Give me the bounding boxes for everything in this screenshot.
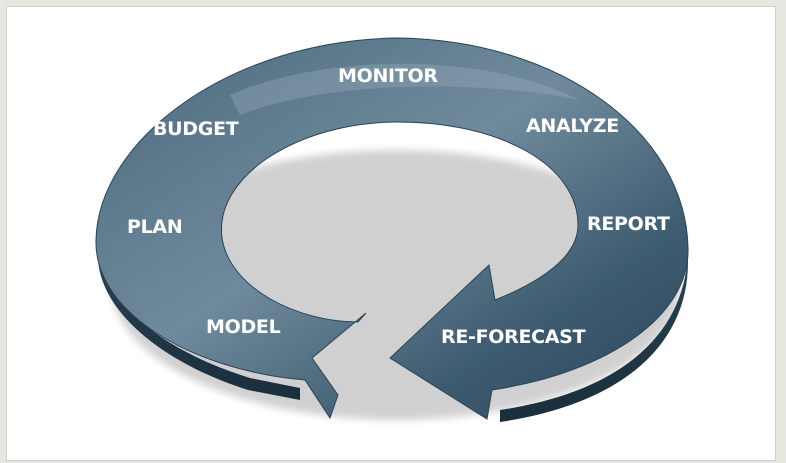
stage-re-forecast: RE-FORECAST bbox=[441, 326, 586, 348]
ring-edge-left bbox=[98, 245, 300, 400]
ring-highlight bbox=[230, 63, 580, 115]
stage-plan: PLAN bbox=[127, 216, 182, 238]
stage-report: REPORT bbox=[587, 213, 670, 235]
stage-analyze: ANALYZE bbox=[526, 115, 619, 137]
stage-model: MODEL bbox=[206, 316, 281, 338]
ring-edge-right bbox=[500, 250, 688, 422]
cycle-ring bbox=[95, 37, 689, 420]
stage-budget: BUDGET bbox=[153, 118, 239, 140]
stage-monitor: MONITOR bbox=[338, 65, 438, 87]
